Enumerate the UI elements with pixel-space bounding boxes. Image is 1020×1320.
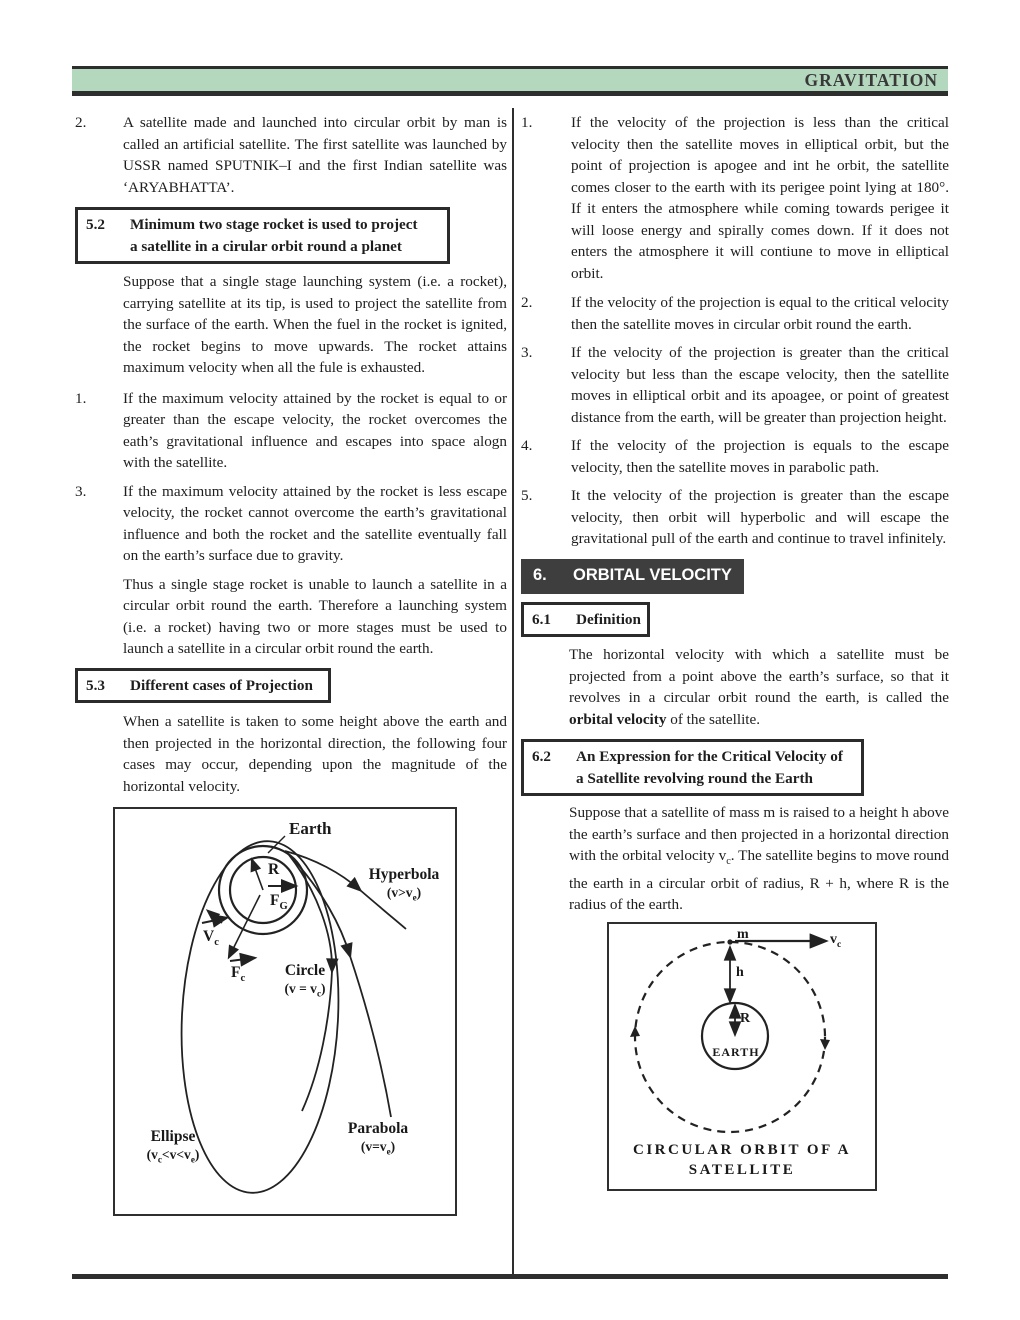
- left-column: 2. A satellite made and launched into ci…: [75, 110, 507, 1216]
- hyperbola-label: Hyperbola (v>ve): [368, 866, 440, 903]
- section-5-2-heading: 5.2 Minimum two stage rocket is used to …: [75, 207, 450, 264]
- earth-pointer-line: [267, 835, 286, 854]
- figure-caption: CIRCULAR ORBIT OF A SATELLITE: [633, 1141, 851, 1178]
- projection-cases-figure: Earth R FG Vc Fc Circle (v = vc) Hyperbo…: [113, 807, 457, 1216]
- section-number: 6.: [533, 566, 547, 585]
- section-6-1-heading: 6.1 Definition: [521, 601, 650, 637]
- radius-label: R: [268, 861, 280, 878]
- list-item: 2. If the velocity of the projection is …: [521, 292, 949, 335]
- column-divider: [512, 108, 514, 1274]
- satellite-dot: [727, 938, 733, 945]
- radius-arrow: [250, 857, 264, 891]
- paragraph-suppose-satellite: Suppose that a satellite of mass m is ra…: [569, 804, 949, 914]
- item-number: 2.: [75, 114, 87, 131]
- section-title: ORBITAL VELOCITY: [573, 566, 732, 585]
- item-text: If the velocity of the projection is equ…: [571, 437, 949, 476]
- paragraph-when: When a satellite is taken to some height…: [123, 713, 507, 795]
- list-item: 1. If the velocity of the projection is …: [521, 112, 949, 284]
- item-number: 2.: [521, 294, 533, 311]
- section-title: Minimum two stage rocket is used to proj…: [130, 216, 418, 255]
- earth-label: Earth: [289, 819, 332, 838]
- satellite-mass-label: m: [737, 926, 749, 942]
- hyperbola-curve: [284, 850, 363, 893]
- list-item: 4. If the velocity of the projection is …: [521, 435, 949, 478]
- earth-outer-circle: [217, 844, 309, 936]
- centripetal-line: [227, 894, 261, 960]
- critical-velocity-label: Vc: [203, 928, 219, 949]
- list-item: 3. If the velocity of the projection is …: [521, 342, 949, 428]
- item-number: 3.: [75, 482, 87, 500]
- circle-orbit-curve: [288, 854, 339, 975]
- item-text: It the velocity of the projection is gre…: [571, 487, 949, 547]
- vc-vector-arrow: [201, 914, 230, 928]
- section-number: 6.2: [532, 748, 551, 765]
- paragraph-thus: Thus a single stage rocket is unable to …: [123, 575, 507, 658]
- item-text: If the maximum velocity attained by the …: [123, 389, 507, 472]
- gravity-force-label: FG: [270, 892, 288, 913]
- item-text: If the maximum velocity attained by the …: [123, 482, 507, 565]
- fc-vector-arrow: [229, 952, 258, 967]
- section-title: Definition: [576, 610, 641, 628]
- list-item: 2. A satellite made and launched into ci…: [75, 112, 507, 198]
- parabola-label: Parabola (v=ve): [347, 1120, 409, 1157]
- projection-cases-drawing: [180, 835, 407, 1194]
- item-number: 5.: [521, 487, 533, 504]
- circle-label: Circle (v = vc): [284, 962, 326, 999]
- earth-label: EARTH: [712, 1044, 760, 1059]
- section-title: An Expression for the Critical Velocity …: [576, 748, 843, 787]
- item-number: 1.: [521, 114, 533, 131]
- orbit-direction-arrow-left: [630, 1025, 640, 1037]
- item-number: 4.: [521, 437, 533, 454]
- list-item: 1. If the maximum velocity attained by t…: [75, 388, 507, 474]
- section-number: 5.3: [86, 676, 105, 694]
- definition-paragraph: The horizontal velocity with which a sat…: [569, 646, 949, 728]
- item-text: If the velocity of the projection is equ…: [571, 294, 949, 333]
- paragraph-suppose-rocket: Suppose that a single stage launching sy…: [123, 273, 507, 376]
- list-item: 5. It the velocity of the projection is …: [521, 485, 949, 550]
- page-title: GRAVITATION: [804, 69, 938, 90]
- orbit-dashed-circle: [633, 940, 827, 1133]
- height-label: h: [736, 964, 744, 980]
- item-number: 1.: [75, 389, 87, 407]
- section-6-2-heading: 6.2 An Expression for the Critical Veloc…: [521, 739, 864, 796]
- section-number: 6.1: [532, 610, 551, 628]
- list-item: 3. If the maximum velocity attained by t…: [75, 481, 507, 567]
- section-6-heading: 6. ORBITAL VELOCITY: [521, 558, 744, 594]
- centripetal-force-label: Fc: [231, 964, 246, 985]
- item-text: If the velocity of the projection is les…: [571, 114, 949, 282]
- parabola-curve: [292, 858, 353, 960]
- footer-rule: [72, 1274, 948, 1279]
- orbital-velocity-label: vc: [830, 931, 842, 950]
- item-number: 3.: [521, 344, 533, 361]
- ellipse-label: Ellipse (vc<v<ve): [146, 1128, 200, 1165]
- circular-orbit-drawing: [630, 932, 830, 1133]
- ellipse-orbit-curve: [180, 840, 340, 1194]
- header-bar: GRAVITATION: [72, 66, 948, 96]
- section-number: 5.2: [86, 216, 105, 233]
- circular-orbit-figure: m vc h R EARTH CIRCULAR ORBIT OF A SATEL…: [607, 921, 877, 1191]
- orbit-direction-arrow-right: [820, 1038, 830, 1050]
- item-text: If the velocity of the projection is gre…: [571, 344, 949, 426]
- section-title: Different cases of Projection: [130, 676, 313, 694]
- right-column: 1. If the velocity of the projection is …: [521, 110, 949, 1191]
- item-text: A satellite made and launched into circu…: [123, 114, 507, 196]
- section-5-3-heading: 5.3 Different cases of Projection: [75, 667, 331, 703]
- earth-radius-label: R: [740, 1010, 751, 1026]
